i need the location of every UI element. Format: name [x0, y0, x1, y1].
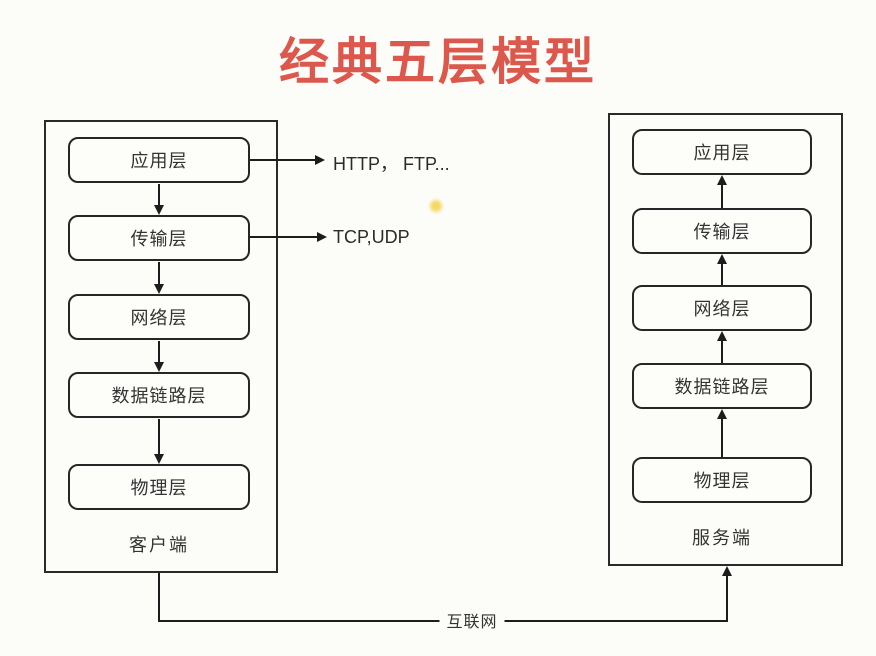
arrow-up-icon [717, 254, 727, 285]
internet-link-line-left [158, 573, 160, 621]
arrow-down-icon [154, 341, 164, 372]
page-title: 经典五层模型 [279, 34, 597, 90]
arrow-up-icon [717, 175, 727, 208]
server-layer-datalink: 数据链路层 [632, 363, 812, 409]
client-layer-application: 应用层 [68, 137, 250, 183]
arrow-right-icon [250, 155, 325, 165]
server-layer-network: 网络层 [632, 285, 812, 331]
client-caption: 客户端 [129, 535, 189, 555]
internet-link-arrow-up-icon [722, 566, 732, 621]
arrow-down-icon [154, 262, 164, 294]
client-panel [44, 120, 278, 573]
client-layer-physical: 物理层 [68, 464, 250, 510]
client-layer-datalink: 数据链路层 [68, 372, 250, 418]
protocol-label-transport: TCP,UDP [333, 227, 410, 247]
server-caption: 服务端 [692, 528, 752, 548]
client-layer-transport: 传输层 [68, 215, 250, 261]
server-panel [608, 113, 843, 566]
protocol-label-application: HTTP， FTP... [333, 154, 450, 174]
arrow-right-icon [250, 232, 327, 242]
arrow-down-icon [154, 419, 164, 464]
server-layer-transport: 传输层 [632, 208, 812, 254]
internet-link-label: 互联网 [439, 608, 505, 632]
client-layer-network: 网络层 [68, 294, 250, 340]
server-layer-application: 应用层 [632, 129, 812, 175]
cursor-dot [430, 200, 442, 212]
server-layer-physical: 物理层 [632, 457, 812, 503]
arrow-up-icon [717, 409, 727, 457]
arrow-up-icon [717, 331, 727, 363]
arrow-down-icon [154, 184, 164, 215]
